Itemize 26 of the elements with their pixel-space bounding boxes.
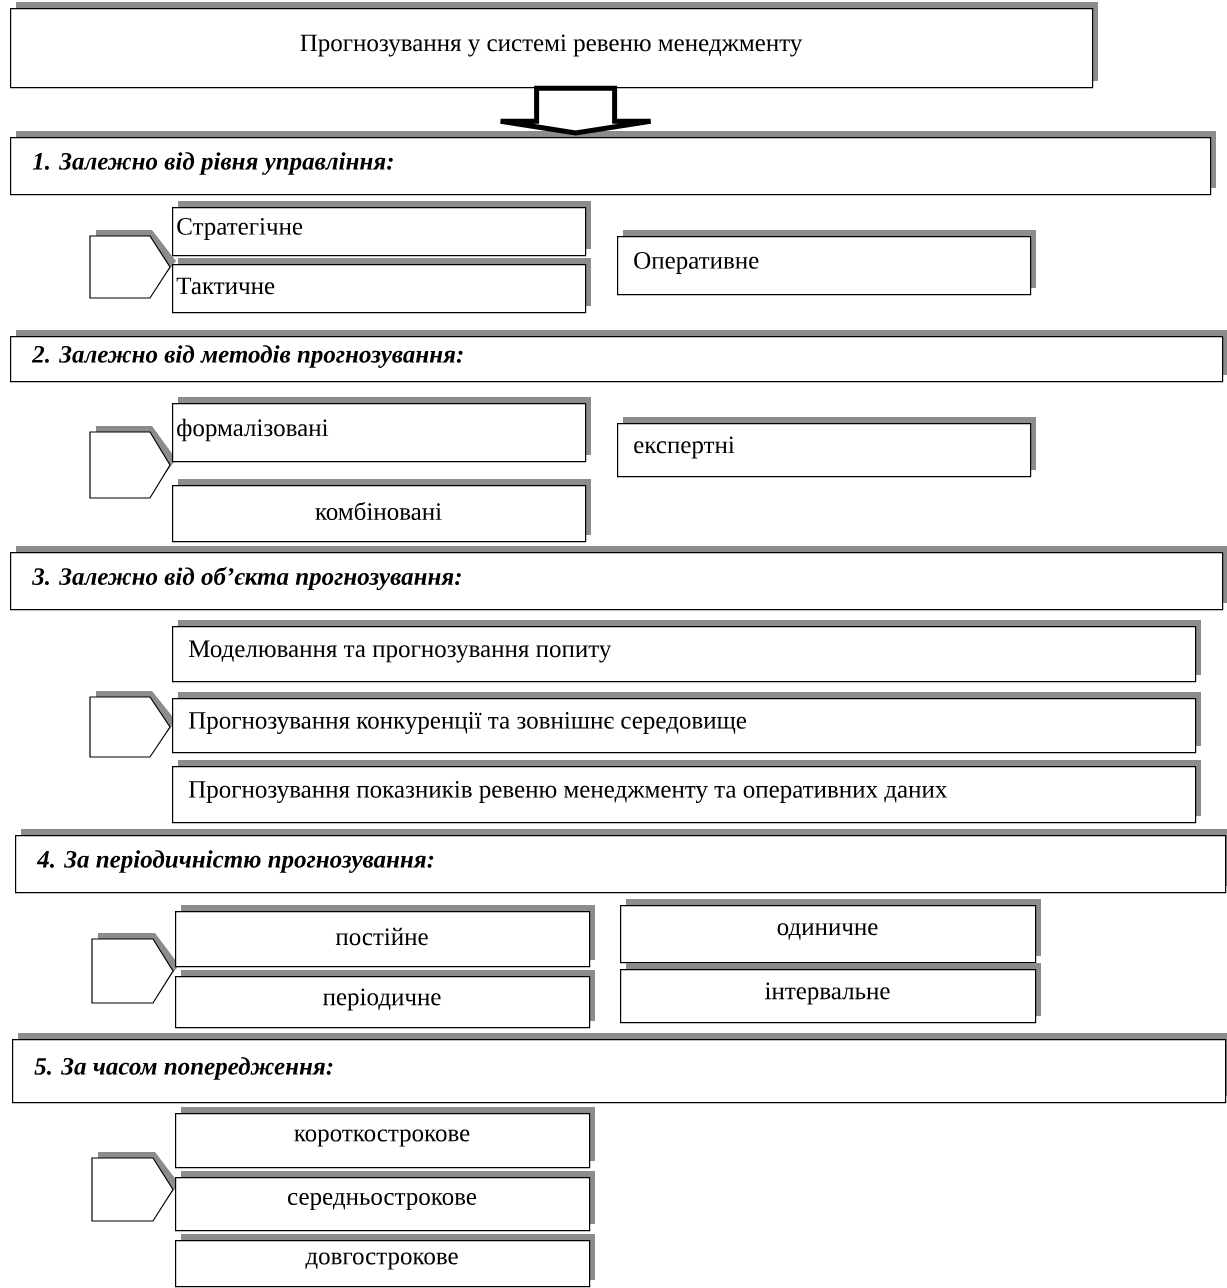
category-box: експертні — [617, 417, 1036, 478]
category-box: періодичне — [175, 970, 595, 1029]
heading-box: 3. Залежно від об’єкта прогнозування: — [10, 546, 1227, 611]
category-box: короткострокове — [175, 1107, 595, 1169]
category-box: інтервальне — [620, 963, 1041, 1024]
block-arrow — [498, 85, 654, 136]
heading-box: 4. За періодичністю прогнозування: — [15, 829, 1227, 894]
category-box: Прогнозування конкуренції та зовнішнє середовище — [172, 692, 1201, 754]
category-box: Оперативне — [617, 230, 1036, 296]
category-box: формалізовані — [172, 397, 591, 463]
category-box: довгострокове — [175, 1234, 595, 1288]
category-box: Моделювання та прогнозування попиту — [172, 620, 1201, 683]
category-box: Прогнозування у системі ревеню менеджменту — [10, 2, 1098, 89]
category-box: Стратегічне — [172, 201, 591, 257]
category-box: постійне — [175, 905, 595, 968]
category-box: середньострокове — [175, 1171, 595, 1232]
chevron-shape — [91, 933, 179, 1004]
heading-box: 2. Залежно від методів прогнозування: — [10, 330, 1227, 383]
category-box: комбіновані — [172, 479, 591, 543]
heading-box: 5. За часом попередження: — [12, 1033, 1227, 1104]
category-box: Прогнозування показників ревеню менеджменту та оперативних даних — [172, 760, 1201, 824]
chevron-shape — [89, 426, 176, 499]
chevron-shape — [89, 230, 176, 299]
category-box: Тактичне — [172, 258, 591, 314]
heading-box: 1. Залежно від рівня управління: — [10, 131, 1216, 196]
category-box: одиничне — [620, 899, 1041, 964]
